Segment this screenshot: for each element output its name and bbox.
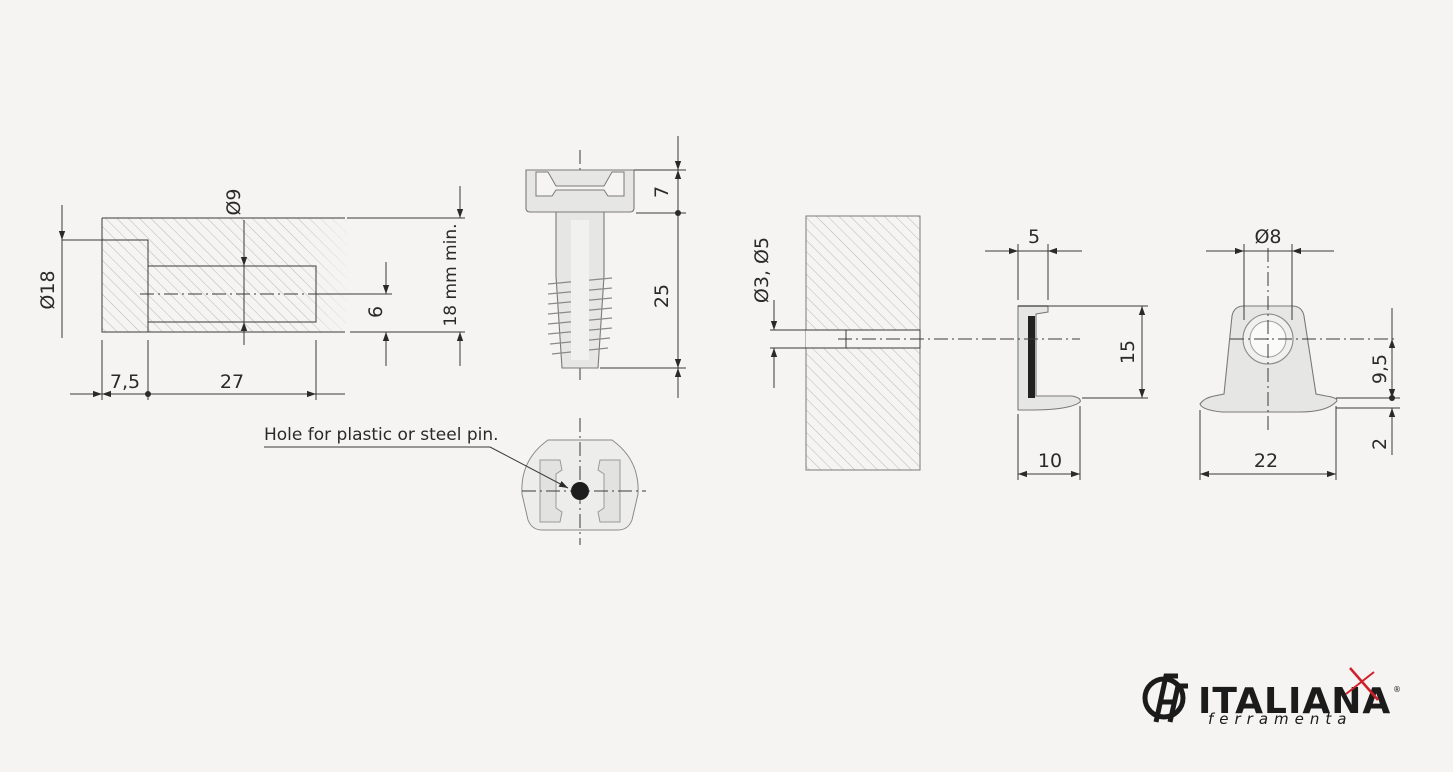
support-side-view: 5 15 10	[985, 226, 1148, 480]
dim-housing-diameter: Ø18	[37, 270, 59, 309]
screw-top-view: Hole for plastic or steel pin.	[264, 418, 646, 545]
logo-sub: ferramenta	[1208, 710, 1352, 728]
dim-ring-diameter: Ø8	[1254, 226, 1281, 248]
dim-center-height: 9,5	[1369, 354, 1391, 384]
pin-hole-note: Hole for plastic or steel pin.	[264, 425, 499, 445]
dim-screw-length: 25	[651, 284, 673, 308]
italiana-logo: ITALIANA ® ferramenta	[1142, 667, 1401, 728]
dim-base-thickness: 2	[1369, 438, 1391, 450]
dim-support-width: 5	[1028, 226, 1040, 248]
logo-emblem-icon	[1142, 673, 1188, 723]
pin-hole	[571, 482, 589, 500]
support-front-view: Ø8 9,5 2 22	[1199, 226, 1400, 480]
support-profile	[1017, 305, 1081, 411]
dim-base-width: 22	[1254, 450, 1278, 472]
dim-support-depth: 10	[1038, 450, 1062, 472]
dim-pin-hole-diameter: Ø3, Ø5	[751, 237, 773, 303]
logo-brand: ITALIANA	[1198, 681, 1391, 722]
dim-hole-diameter: Ø9	[223, 188, 245, 215]
dim-axis-offset: 6	[365, 306, 387, 318]
dim-edge-offset: 7,5	[110, 371, 140, 393]
screw-side-view: 7 25	[525, 136, 686, 398]
dim-head-height: 7	[651, 186, 673, 198]
dim-hole-depth: 27	[220, 371, 244, 393]
housing-section-view: Ø18 Ø9 6 18 mm min. 7,5 27	[37, 186, 465, 400]
logo-registered-mark: ®	[1393, 685, 1401, 694]
dim-support-height: 15	[1117, 340, 1139, 364]
dim-housing-depth-min: 18 mm min.	[441, 223, 461, 326]
panel-section-view: Ø3, Ø5	[751, 215, 1000, 471]
